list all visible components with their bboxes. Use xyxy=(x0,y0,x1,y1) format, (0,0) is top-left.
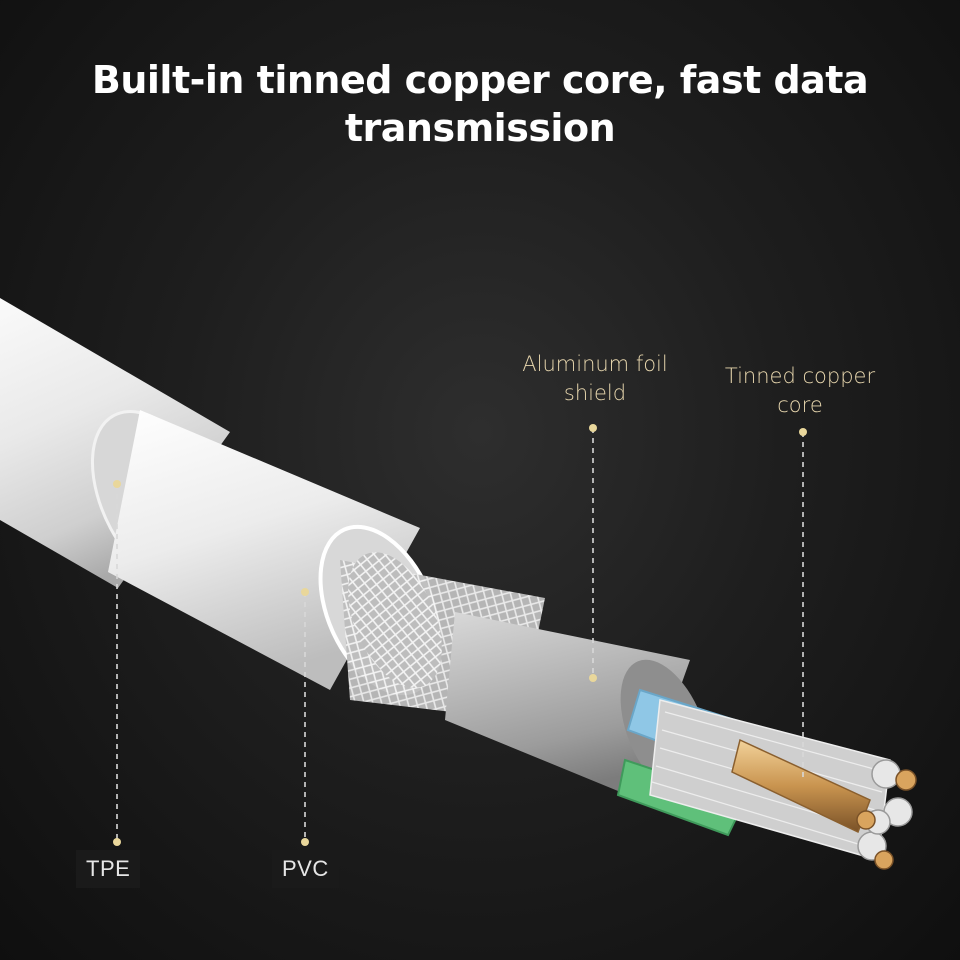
leader-lines xyxy=(116,428,804,842)
headline-line-1: Built-in tinned copper core, fast data xyxy=(91,58,869,102)
leader-dot-tpe-top xyxy=(113,480,121,488)
copper-core xyxy=(731,738,871,834)
leader-dot-foil-top xyxy=(589,424,597,432)
copper-ends xyxy=(856,769,917,870)
label-pvc: PVC xyxy=(272,850,339,888)
leader-dot-foil-bottom xyxy=(589,674,597,682)
callout-tinned-copper: Tinned copper core xyxy=(700,362,900,420)
callout-aluminum-foil-line-1: Aluminum foil xyxy=(522,352,668,376)
leader-dot-pvc-top xyxy=(301,588,309,596)
headline-line-2: transmission xyxy=(344,106,616,150)
callout-aluminum-foil-line-2: shield xyxy=(563,381,627,405)
headline: Built-in tinned copper core, fast data t… xyxy=(60,56,900,152)
foil-shield xyxy=(445,612,690,800)
callout-tinned-copper-line-1: Tinned copper xyxy=(724,364,876,388)
label-tpe: TPE xyxy=(76,850,141,888)
callout-aluminum-foil: Aluminum foil shield xyxy=(500,350,690,408)
leader-dots xyxy=(113,424,807,846)
leader-dot-tpe-bottom xyxy=(113,838,121,846)
braided-mesh-end xyxy=(348,552,442,688)
leader-dot-copper-top xyxy=(799,428,807,436)
callout-tinned-copper-line-2: core xyxy=(777,393,823,417)
leader-dot-pvc-bottom xyxy=(301,838,309,846)
